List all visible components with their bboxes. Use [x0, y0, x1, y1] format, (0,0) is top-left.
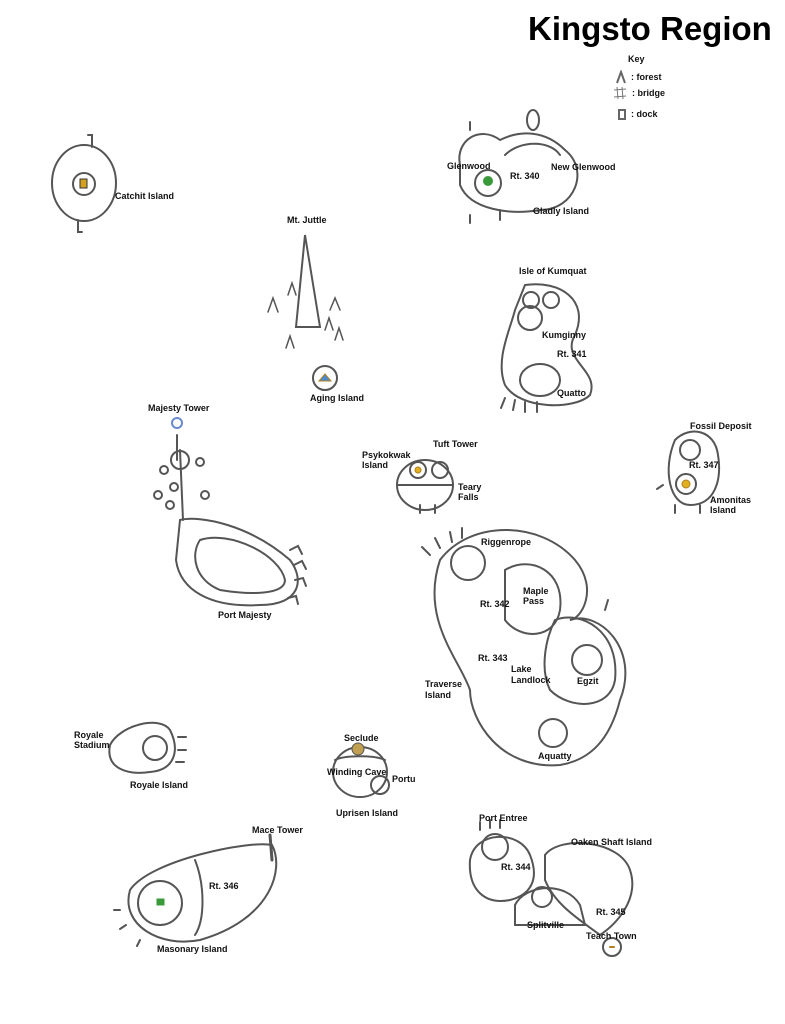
oaken-shaft-island-shape [468, 819, 634, 957]
label-teary-falls-2: Falls [458, 492, 479, 502]
key-heading: Key [628, 54, 645, 64]
dock-icon [618, 109, 626, 120]
label-isle-of-kumquat: Isle of Kumquat [519, 266, 587, 276]
forest-icon [616, 70, 626, 84]
label-psykokwak-island: Psykokwak [362, 450, 411, 460]
label-rt342: Rt. 342 [480, 599, 510, 609]
label-traverse-island: Traverse [425, 679, 463, 689]
psykokwak-island-shape [396, 459, 454, 514]
label-gladly-island: Gladly Island [533, 206, 590, 216]
map-title: Kingsto Region [528, 10, 772, 47]
label-seclude: Seclude [344, 733, 379, 743]
label-psykokwak-island-2: Island [362, 460, 389, 470]
label-maple-pass-2: Pass [523, 596, 545, 606]
label-rt347: Rt. 347 [689, 460, 719, 470]
mt-juttle-shape [267, 234, 344, 349]
label-rt343: Rt. 343 [478, 653, 508, 663]
label-mt-juttle: Mt. Juttle [287, 215, 327, 225]
masonary-island-shape [113, 833, 278, 947]
label-winding-cave: Winding Cave [327, 767, 387, 777]
label-kumginny: Kumginny [542, 330, 586, 340]
label-royale-island: Royale Island [130, 780, 189, 790]
traverse-island-shape [421, 527, 627, 767]
key-bridge-label: : bridge [632, 88, 665, 98]
label-rt340: Rt. 340 [510, 171, 540, 181]
label-teach-town: Teach Town [586, 931, 637, 941]
label-amonitas-island-2: Island [710, 505, 737, 515]
port-majesty-shape [153, 417, 307, 607]
label-portu: Portu [392, 774, 416, 784]
label-oaken-shaft-island: Oaken Shaft Island [571, 837, 653, 847]
uprisen-island-shape [332, 742, 390, 798]
aging-island-shape [312, 365, 338, 391]
label-catchit-island: Catchit Island [115, 191, 175, 201]
label-riggenrope: Riggenrope [481, 537, 532, 547]
key-forest-label: : forest [631, 72, 662, 82]
label-glenwood: Glenwood [447, 161, 491, 171]
label-royale-stadium: Royale [74, 730, 104, 740]
label-lake-landlock: Lake [511, 664, 532, 674]
label-lake-landlock-2: Landlock [511, 675, 551, 685]
label-mace-tower: Mace Tower [252, 825, 303, 835]
label-uprisen-island: Uprisen Island [336, 808, 399, 818]
label-masonary-island: Masonary Island [157, 944, 228, 954]
bridge-icon [613, 86, 627, 100]
label-rt345: Rt. 345 [596, 907, 626, 917]
isle-of-kumquat-shape [500, 283, 593, 413]
label-fossil-deposit: Fossil Deposit [690, 421, 752, 431]
gladly-island-shape [458, 109, 579, 224]
label-royale-stadium-2: Stadium [74, 740, 110, 750]
label-majesty-tower: Majesty Tower [148, 403, 210, 413]
label-quatto: Quatto [557, 388, 586, 398]
label-rt341: Rt. 341 [557, 349, 587, 359]
label-teary-falls: Teary [458, 482, 482, 492]
key-dock-label: : dock [631, 109, 658, 119]
label-maple-pass: Maple [523, 586, 549, 596]
label-aging-island: Aging Island [310, 393, 364, 403]
label-rt344: Rt. 344 [501, 862, 531, 872]
catchit-island-shape [51, 134, 117, 233]
label-traverse-island-2: Island [425, 690, 452, 700]
royale-island-shape [108, 721, 187, 774]
label-port-majesty: Port Majesty [218, 610, 272, 620]
label-splitville: Splitville [527, 920, 565, 930]
label-new-glenwood: New Glenwood [551, 162, 616, 172]
label-port-entree: Port Entree [479, 813, 528, 823]
label-egzit: Egzit [577, 676, 599, 686]
label-amonitas-island: Amonitas [710, 495, 752, 505]
label-aquatty: Aquatty [538, 751, 572, 761]
amonitas-island-shape [656, 430, 720, 514]
label-rt346: Rt. 346 [209, 881, 239, 891]
label-tuft-tower: Tuft Tower [433, 439, 478, 449]
